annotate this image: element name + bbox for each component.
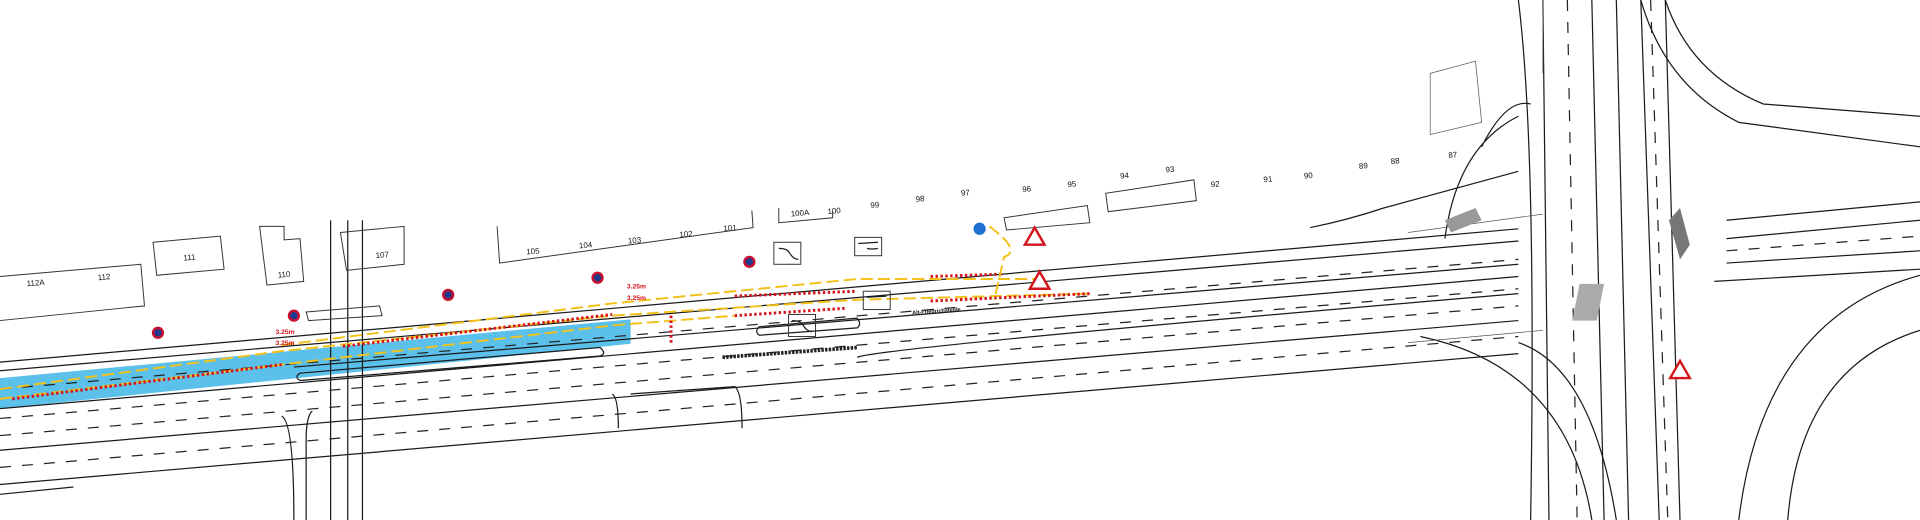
lane-shift-sign-icon (862, 290, 891, 311)
warning-triangle-icon (1668, 358, 1692, 380)
no-stopping-sign-icon (287, 309, 300, 322)
house-number-label: 92 (1210, 179, 1220, 189)
construction-zone (0, 225, 1090, 401)
lane-shift-sign-icon (854, 236, 883, 257)
road-lines (0, 170, 1519, 520)
warning-triangle-icon (1022, 225, 1047, 246)
house-number-label: 112A (26, 278, 45, 289)
intersection (1408, 0, 1920, 520)
house-number-label: 105 (526, 246, 541, 256)
house-number-label: 88 (1390, 156, 1400, 166)
house-number-label: 112 (97, 272, 111, 282)
detour-sign-icon (788, 313, 816, 337)
house-number-label: 96 (1022, 184, 1032, 194)
house-number-label: 97 (961, 188, 971, 198)
house-number-label: 91 (1263, 175, 1273, 185)
house-number-label: 110 (277, 270, 291, 280)
house-number-label: 99 (870, 200, 880, 210)
warning-triangle-icon (1027, 269, 1052, 290)
house-number-label: 102 (679, 229, 694, 239)
lane-width-label: 3.25m (276, 340, 295, 347)
house-number-label: 104 (579, 240, 594, 250)
no-stopping-sign-icon (591, 271, 604, 284)
house-number-label: 111 (183, 253, 196, 263)
house-number-label: 87 (1448, 150, 1458, 160)
buildings (0, 179, 1197, 322)
house-numbers: 112A 112 111 110 107 105 104 103 102 101 100A 100 99… (26, 150, 1458, 288)
no-stopping-sign-icon (442, 288, 455, 301)
house-number-label: 100A (790, 208, 810, 219)
house-number-label: 101 (723, 223, 738, 233)
house-number-label: 94 (1120, 171, 1130, 181)
lane-width-label: 3.25m (276, 329, 295, 336)
detour-sign-icon (773, 241, 802, 265)
lane-width-label: 3.25m (627, 295, 646, 302)
street-name-label: Alt-Friedrichsfelde (912, 307, 961, 316)
mandatory-direction-sign-icon (973, 222, 986, 235)
house-number-label: 107 (375, 250, 390, 260)
house-number-label: 93 (1165, 165, 1175, 175)
lane-width-label: 3.25m (627, 284, 646, 291)
house-number-label: 98 (915, 194, 925, 204)
house-number-label: 95 (1067, 179, 1077, 189)
signs (151, 222, 1692, 380)
no-stopping-sign-icon (151, 326, 165, 339)
house-number-label: 100 (827, 206, 842, 216)
house-number-label: 89 (1359, 161, 1369, 171)
bus-lane-highlight (0, 319, 631, 409)
house-number-label: 103 (628, 235, 643, 245)
house-number-label: 90 (1303, 171, 1313, 181)
no-stopping-sign-icon (743, 255, 756, 268)
